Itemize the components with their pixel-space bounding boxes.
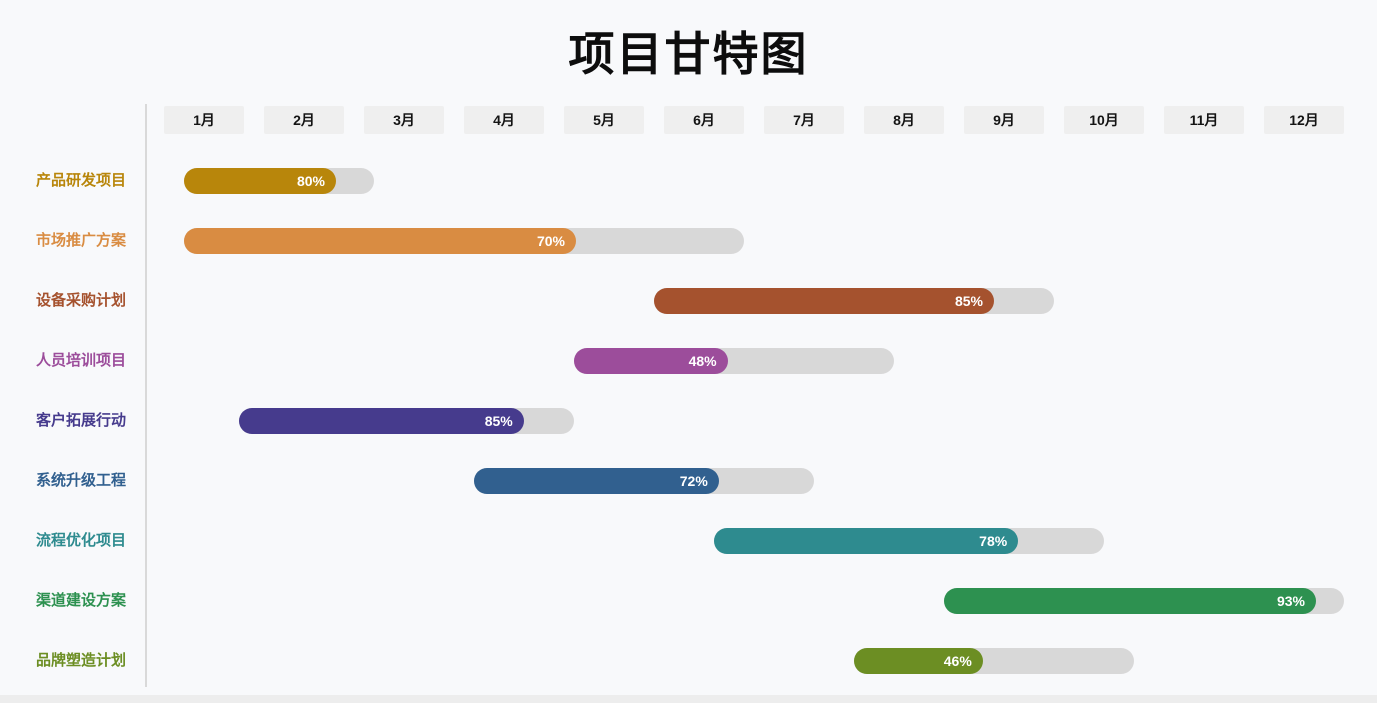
month-header-cell: 6月 bbox=[664, 106, 744, 134]
task-percent-label: 85% bbox=[954, 293, 983, 309]
task-label: 产品研发项目 bbox=[35, 172, 126, 189]
month-header-cell: 3月 bbox=[364, 106, 444, 134]
task-bar-track: 46% bbox=[854, 648, 1134, 674]
task-label: 人员培训项目 bbox=[35, 352, 126, 369]
task-label: 流程优化项目 bbox=[35, 532, 126, 549]
task-bar-progress: 46% bbox=[854, 648, 983, 674]
task-percent-label: 78% bbox=[979, 533, 1008, 549]
y-axis-line bbox=[145, 104, 147, 687]
month-header-cell: 10月 bbox=[1064, 106, 1144, 134]
month-header-cell: 8月 bbox=[864, 106, 944, 134]
task-label: 市场推广方案 bbox=[35, 232, 126, 249]
task-percent-label: 80% bbox=[296, 173, 325, 189]
task-bar-track: 48% bbox=[574, 348, 894, 374]
task-bar-track: 93% bbox=[944, 588, 1344, 614]
task-label: 系统升级工程 bbox=[35, 472, 126, 489]
month-header-cell: 9月 bbox=[964, 106, 1044, 134]
month-header-cell: 1月 bbox=[164, 106, 244, 134]
month-header-cell: 7月 bbox=[764, 106, 844, 134]
task-percent-label: 72% bbox=[679, 473, 708, 489]
task-percent-label: 70% bbox=[536, 233, 565, 249]
task-label: 客户拓展行动 bbox=[35, 412, 126, 429]
month-header-cell: 5月 bbox=[564, 106, 644, 134]
task-percent-label: 85% bbox=[484, 413, 513, 429]
task-bar-track: 85% bbox=[654, 288, 1054, 314]
chart-title: 项目甘特图 bbox=[568, 28, 809, 80]
month-header-cell: 12月 bbox=[1264, 106, 1344, 134]
task-percent-label: 48% bbox=[688, 353, 717, 369]
task-label: 设备采购计划 bbox=[35, 292, 126, 309]
task-bar-progress: 70% bbox=[184, 228, 576, 254]
task-bar-track: 85% bbox=[239, 408, 574, 434]
month-header-cell: 4月 bbox=[464, 106, 544, 134]
task-bar-track: 78% bbox=[714, 528, 1104, 554]
task-bar-track: 70% bbox=[184, 228, 744, 254]
task-label: 渠道建设方案 bbox=[35, 592, 126, 609]
task-bar-progress: 85% bbox=[654, 288, 994, 314]
task-bar-progress: 80% bbox=[184, 168, 336, 194]
month-header-cell: 11月 bbox=[1164, 106, 1244, 134]
task-percent-label: 46% bbox=[943, 653, 972, 669]
bottom-edge-strip bbox=[0, 695, 1377, 703]
task-bar-progress: 72% bbox=[474, 468, 719, 494]
task-bar-progress: 78% bbox=[714, 528, 1019, 554]
task-percent-label: 93% bbox=[1276, 593, 1305, 609]
task-bar-progress: 93% bbox=[944, 588, 1316, 614]
task-bar-track: 72% bbox=[474, 468, 814, 494]
task-bar-progress: 48% bbox=[574, 348, 728, 374]
task-label: 品牌塑造计划 bbox=[35, 652, 126, 669]
month-header-cell: 2月 bbox=[264, 106, 344, 134]
task-bar-track: 80% bbox=[184, 168, 374, 194]
task-bar-progress: 85% bbox=[239, 408, 524, 434]
